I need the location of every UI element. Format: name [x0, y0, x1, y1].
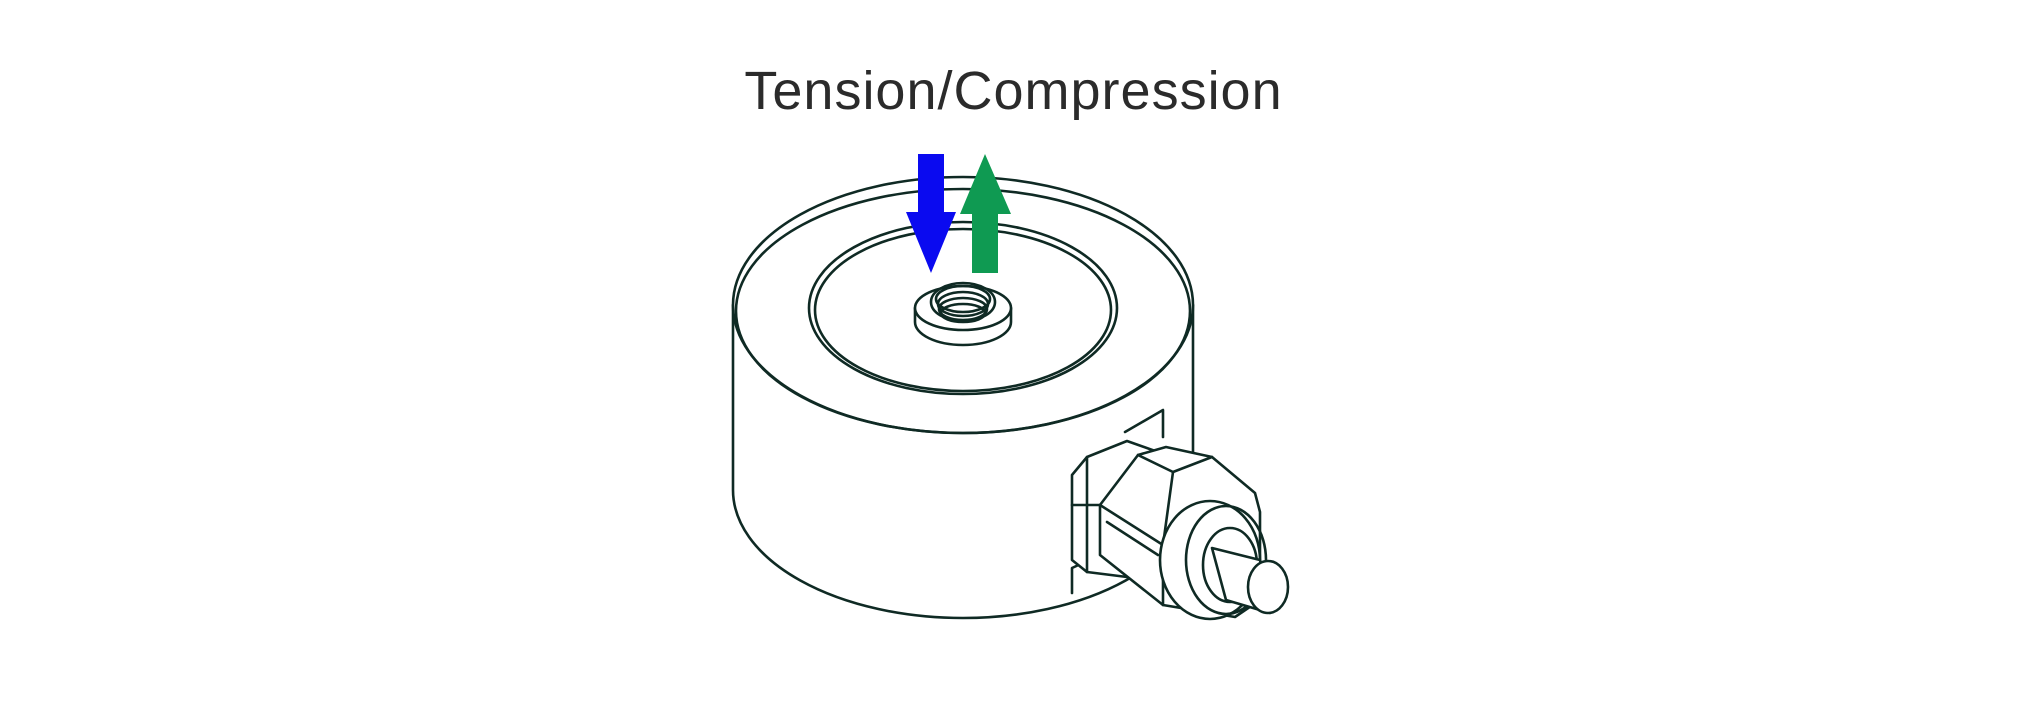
arrow-down-icon: [906, 154, 956, 273]
cable-connector: [1070, 439, 1290, 621]
diagram-title: Tension/Compression: [744, 61, 1283, 121]
tension-arrow: [960, 154, 1011, 273]
arrow-up-icon: [960, 154, 1011, 273]
top-recess-ring: [807, 220, 1119, 396]
threaded-hole: [913, 281, 1013, 347]
compression-arrow: [906, 154, 956, 273]
